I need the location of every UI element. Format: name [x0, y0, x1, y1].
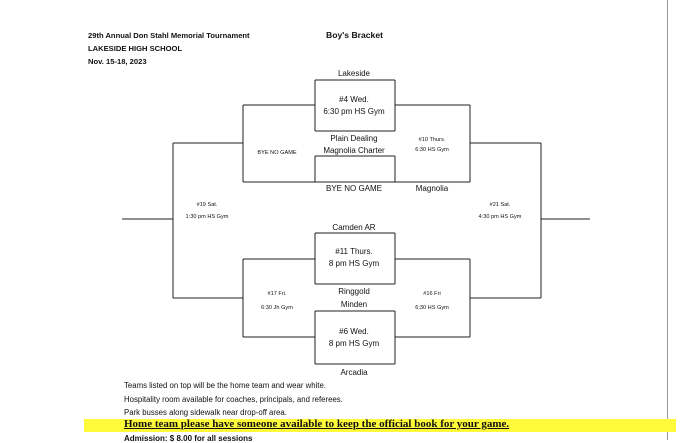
team-magnolia: Magnolia — [415, 184, 449, 193]
left-upper-connector — [242, 104, 315, 183]
right-semifinal-connector — [470, 142, 590, 299]
game-4-time: 6:30 pm HS Gym — [323, 107, 385, 116]
game-17-info: #17 Fri. 6:30 Jh Gym — [261, 289, 293, 313]
team-bye: BYE NO GAME — [325, 184, 383, 193]
game-21-info: #21 Sat. 4:30 pm HS Gym — [479, 200, 522, 222]
bracket-title: Boy's Bracket — [326, 30, 383, 40]
team-camden: Camden AR — [332, 223, 376, 232]
game-11-number: #11 Thurs. — [335, 247, 373, 256]
team-plain-dealing: Plain Dealing — [330, 134, 378, 143]
note-parking: Park busses along sidewalk near drop-off… — [124, 408, 287, 417]
game-11-info: #11 Thurs. 8 pm HS Gym — [329, 246, 379, 270]
tournament-name: 29th Annual Don Stahl Memorial Tournamen… — [88, 31, 250, 40]
team-lakeside: Lakeside — [337, 69, 371, 78]
game-10-time: 6:30 HS Gym — [415, 147, 449, 153]
game-6-time: 8 pm HS Gym — [328, 339, 380, 348]
note-home-team: Teams listed on top will be the home tea… — [124, 381, 326, 390]
left-bye-label: BYE NO GAME — [257, 150, 297, 156]
game-16-time: 6:30 HS Gym — [415, 305, 449, 311]
highlight-band — [84, 419, 676, 432]
game-19-info: #19 Sat. 1:30 pm HS Gym — [186, 200, 229, 222]
game-19-time: 1:30 pm HS Gym — [185, 214, 229, 220]
game-4-info: #4 Wed. 6:30 pm HS Gym — [323, 94, 384, 118]
page-edge-divider — [667, 0, 668, 440]
team-arcadia: Arcadia — [340, 368, 368, 377]
game-17-time: 6:30 Jh Gym — [261, 305, 293, 311]
team-minden: Minden — [340, 300, 368, 309]
note-hospitality: Hospitality room available for coaches, … — [124, 395, 343, 404]
game-6-info: #6 Wed. 8 pm HS Gym — [329, 326, 379, 350]
game-4-number: #4 Wed. — [339, 95, 369, 104]
team-ringgold: Ringgold — [338, 287, 370, 296]
game-21-time: 4:30 pm HS Gym — [478, 214, 522, 220]
highlight-notice: Home team please have someone available … — [124, 418, 510, 430]
game-10-number: #10 Thurs. — [418, 137, 446, 143]
tournament-dates: Nov. 15-18, 2023 — [88, 57, 147, 66]
team-magnolia-charter: Magnolia Charter — [323, 146, 385, 155]
game-17-number: #17 Fri. — [267, 291, 287, 297]
game-10-info: #10 Thurs. 6:30 HS Gym — [415, 135, 449, 155]
game-16-info: #16 Fri 6:30 HS Gym — [415, 289, 449, 313]
admission-note: Admission: $ 8.00 for all sessions — [124, 434, 253, 443]
school-name: LAKESIDE HIGH SCHOOL — [88, 44, 183, 53]
game-16-number: #16 Fri — [423, 291, 441, 297]
game-19-number: #19 Sat. — [196, 202, 218, 208]
game-21-number: #21 Sat. — [489, 202, 511, 208]
bye-box — [314, 155, 396, 183]
game-11-time: 8 pm HS Gym — [328, 259, 380, 268]
left-semifinal-connector — [122, 142, 243, 299]
game-6-number: #6 Wed. — [339, 327, 369, 336]
